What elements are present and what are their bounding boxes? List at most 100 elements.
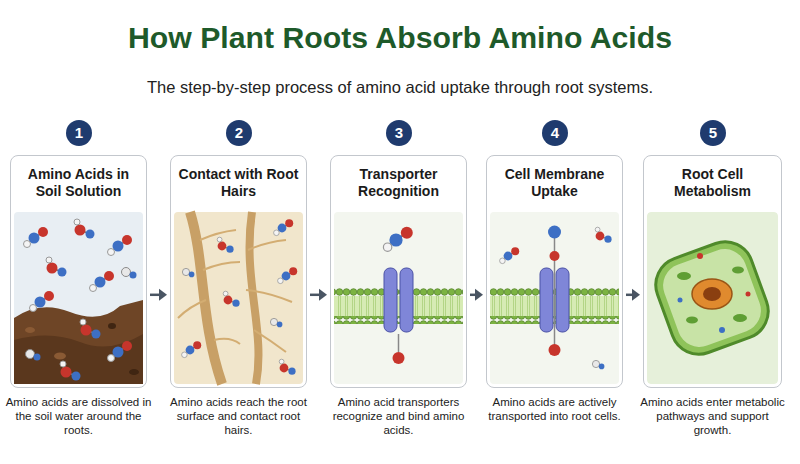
root-cell-illustration <box>703 287 721 301</box>
panel-ground <box>643 155 782 388</box>
root-hair-illustration <box>178 300 206 318</box>
soil-illustration <box>14 212 143 384</box>
root-hair-illustration <box>203 262 240 270</box>
membrane-uptake-illustration <box>595 227 611 243</box>
root-hair-illustration <box>182 268 194 277</box>
root-hair-illustration <box>274 219 294 235</box>
transporter-illustration <box>334 296 463 316</box>
root-cell-illustration <box>677 272 691 280</box>
arrow-head <box>159 289 167 301</box>
soil-illustration <box>54 353 66 360</box>
root-hair-illustration <box>278 267 298 283</box>
root-hair-illustration <box>217 237 233 253</box>
transporter-illustration <box>384 268 397 332</box>
step-description: Amino acids are actively transported int… <box>480 395 629 423</box>
soil-illustration <box>122 268 137 279</box>
root-hair-illustration <box>254 330 286 352</box>
root-hair-illustration <box>246 290 292 302</box>
step-panel: Contact with Root HairsAmino acids reach… <box>170 155 307 388</box>
root-hair-illustration <box>174 212 303 384</box>
membrane-uptake-illustration <box>540 268 553 332</box>
root-cell-illustration <box>733 314 747 322</box>
panel-ground <box>10 155 147 388</box>
membrane-uptake-illustration <box>550 251 560 261</box>
root-cell-illustration <box>686 317 698 324</box>
root-hair-illustration <box>178 230 292 352</box>
soil-illustration <box>25 327 35 333</box>
step-description: Amino acids reach the root surface and c… <box>164 395 313 437</box>
root-hair-illustration <box>214 339 240 344</box>
step-heading: Amino Acids in Soil Solution <box>11 156 146 200</box>
soil-illustration <box>60 361 81 381</box>
step-panel: Root Cell MetabolismAmino acids enter me… <box>643 155 782 388</box>
arrow-head <box>319 289 327 301</box>
root-cell-illustration <box>657 243 767 353</box>
root-cell-illustration <box>647 212 778 384</box>
root-cell-illustration <box>678 298 683 303</box>
soil-illustration <box>80 319 101 339</box>
root-hair-illustration <box>248 240 286 250</box>
transporter-illustration <box>334 212 463 384</box>
root-hair-illustration <box>270 318 282 327</box>
membrane-uptake-illustration <box>592 360 604 369</box>
soil-illustration <box>24 227 49 248</box>
step-panel: Cell Membrane UptakeAmino acids are acti… <box>486 155 623 388</box>
arrow-head <box>475 289 483 301</box>
step-description: Amino acids enter metabolic pathways and… <box>637 395 788 437</box>
panel-ground <box>330 155 467 388</box>
arrow-head <box>632 289 640 301</box>
root-hair-illustration <box>182 341 202 357</box>
flow-arrow <box>470 289 483 301</box>
soil-illustration <box>90 271 115 292</box>
soil-illustration <box>74 219 95 239</box>
step-number: 5 <box>700 120 726 146</box>
flow-arrow <box>310 289 327 301</box>
membrane-uptake-illustration <box>556 268 569 332</box>
soil-illustration <box>14 334 143 384</box>
soil-illustration <box>26 350 41 361</box>
flow-arrow <box>626 289 640 301</box>
soil-illustration <box>14 212 143 384</box>
root-cell-illustration <box>697 253 703 259</box>
step-heading: Transporter Recognition <box>331 156 466 200</box>
step-heading: Contact with Root Hairs <box>171 156 306 200</box>
root-cell-illustration <box>719 327 725 333</box>
membrane-uptake-illustration <box>554 232 556 350</box>
transporter-illustration <box>334 212 463 384</box>
root-cell-illustration <box>647 212 778 384</box>
transporter-illustration <box>400 268 413 332</box>
soil-illustration <box>108 341 133 362</box>
step-heading: Root Cell Metabolism <box>644 156 781 200</box>
panel-ground <box>10 155 782 388</box>
transporter-illustration <box>334 316 463 324</box>
root-hair-illustration <box>250 212 259 384</box>
membrane-uptake-illustration <box>500 247 520 263</box>
step-number: 4 <box>542 120 568 146</box>
step-number: 3 <box>386 120 412 146</box>
root-hair-illustration <box>223 291 239 307</box>
diagram-title: How Plant Roots Absorb Amino Acids <box>0 19 800 57</box>
root-cell-illustration <box>648 234 776 362</box>
step-description: Amino acids are dissolved in the soil wa… <box>4 395 153 437</box>
transporter-illustration <box>334 288 463 296</box>
soil-illustration <box>129 369 139 375</box>
step-number: 1 <box>66 120 92 146</box>
membrane-uptake-illustration <box>490 212 619 384</box>
transporter-illustration <box>393 352 405 364</box>
transporter-illustration <box>383 227 412 252</box>
root-hair-illustration <box>174 212 303 384</box>
soil-illustration <box>108 323 116 329</box>
root-cell-illustration <box>746 292 751 297</box>
soil-illustration <box>108 235 133 256</box>
root-cell-illustration <box>648 234 776 362</box>
panel-ground <box>486 155 623 388</box>
panel-ground <box>170 155 307 388</box>
membrane-uptake-illustration <box>490 212 619 384</box>
root-hair-illustration <box>279 359 295 375</box>
step-description: Amino acid transporters recognize and bi… <box>324 395 473 437</box>
flow-arrow <box>150 289 167 301</box>
subtitle: The step-by-step process of amino acid u… <box>0 76 800 98</box>
